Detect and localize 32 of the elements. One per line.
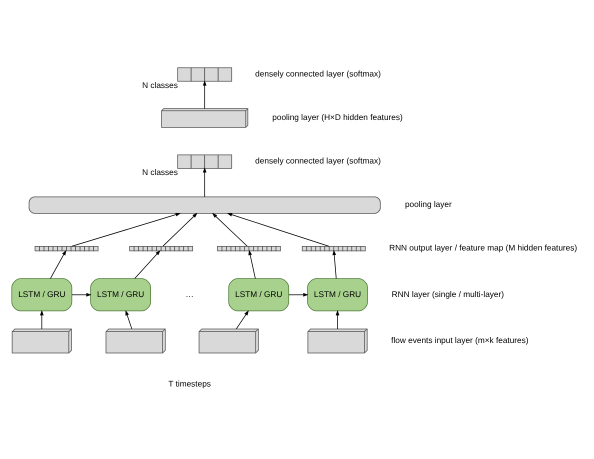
label: flow events input layer (m×k features) <box>391 336 529 346</box>
label: pooling layer <box>404 200 452 210</box>
arrow <box>336 310 340 330</box>
node-box: LSTM / GRU <box>11 278 72 312</box>
arrow <box>202 80 207 109</box>
arrow <box>134 250 160 279</box>
arrow <box>162 212 198 246</box>
arrow <box>40 310 44 330</box>
arrow <box>226 212 330 247</box>
node-box: LSTM / GRU <box>307 278 368 312</box>
label: pooling layer (H×D hidden features) <box>272 113 403 122</box>
label: densely connected layer (softmax) <box>255 156 381 166</box>
node-box: LSTM / GRU <box>228 278 290 312</box>
arrow <box>71 212 181 247</box>
node-box: LSTM / GRU <box>90 278 152 312</box>
label: … <box>186 290 194 299</box>
arrow <box>332 250 337 279</box>
arrow <box>288 292 308 297</box>
node-label: N classes <box>142 168 178 177</box>
label: densely connected layer (softmax) <box>255 70 381 79</box>
node-label: N classes <box>142 80 178 90</box>
label: RNN output layer / feature map (M hidden features) <box>389 244 578 253</box>
arrow <box>50 250 66 279</box>
node-bar <box>28 196 381 214</box>
arrow <box>202 167 207 198</box>
arrow <box>248 250 256 279</box>
label: RNN layer (single / multi-layer) <box>392 290 504 299</box>
arrow <box>72 292 92 297</box>
arrow <box>212 212 248 247</box>
arrow <box>236 310 249 330</box>
arrow <box>125 310 132 330</box>
label: T timesteps <box>168 380 211 389</box>
